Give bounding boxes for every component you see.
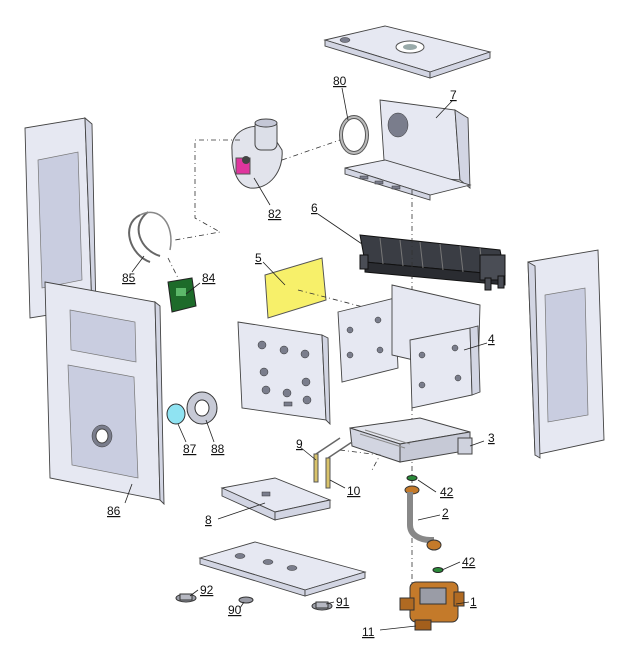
label-part-42-lower: 42 — [462, 555, 476, 569]
label-part-6: 6 — [311, 201, 318, 215]
label-part-3: 3 — [488, 431, 495, 445]
heat-exchanger — [359, 234, 506, 291]
gas-pipe — [404, 485, 442, 551]
foot-92 — [175, 593, 197, 603]
front-door-panel — [44, 281, 165, 506]
gas-valve — [399, 581, 465, 631]
combustion-chamber — [337, 284, 481, 409]
label-part-8: 8 — [205, 513, 212, 527]
label-part-84: 84 — [202, 271, 216, 285]
leader-lines — [124, 87, 488, 631]
clip-90 — [238, 596, 254, 604]
label-part-88: 88 — [211, 442, 225, 456]
label-part-91: 91 — [336, 595, 350, 609]
chamber-front-plate — [237, 321, 331, 426]
bottom-plate — [198, 541, 367, 597]
flue-hood — [344, 99, 472, 201]
insulation-panel — [264, 257, 327, 319]
left-side-panel — [24, 116, 97, 319]
label-part-10: 10 — [347, 484, 361, 498]
label-part-82: 82 — [268, 207, 282, 221]
flue-gasket-ring — [339, 115, 369, 155]
cable-harness — [128, 211, 172, 263]
label-part-1: 1 — [470, 595, 477, 609]
label-part-90: 90 — [228, 603, 242, 617]
label-part-4: 4 — [488, 332, 495, 346]
combustion-fan — [231, 118, 283, 189]
label-part-7: 7 — [450, 88, 457, 102]
label-part-80: 80 — [333, 74, 347, 88]
drip-tray — [220, 477, 332, 521]
label-part-42-upper: 42 — [440, 485, 454, 499]
sight-glass-ring — [186, 391, 218, 425]
label-part-2: 2 — [442, 506, 449, 520]
label-part-85: 85 — [122, 271, 136, 285]
label-part-87: 87 — [183, 442, 197, 456]
label-part-11: 11 — [362, 625, 375, 639]
pipe-gasket-upper — [406, 475, 418, 481]
ignition-electrodes — [313, 437, 381, 489]
right-side-panel — [527, 249, 605, 459]
label-part-9: 9 — [296, 437, 303, 451]
sight-glass — [166, 403, 186, 425]
control-board — [167, 277, 197, 313]
burner — [349, 417, 473, 463]
pipe-gasket-lower — [432, 567, 444, 573]
label-part-86: 86 — [107, 504, 121, 518]
label-part-5: 5 — [255, 251, 262, 265]
callout-labels: 7 80 82 6 5 4 3 84 85 86 87 88 9 10 8 42… — [107, 74, 495, 639]
label-part-92: 92 — [200, 583, 214, 597]
top-cover-plate — [323, 25, 492, 79]
